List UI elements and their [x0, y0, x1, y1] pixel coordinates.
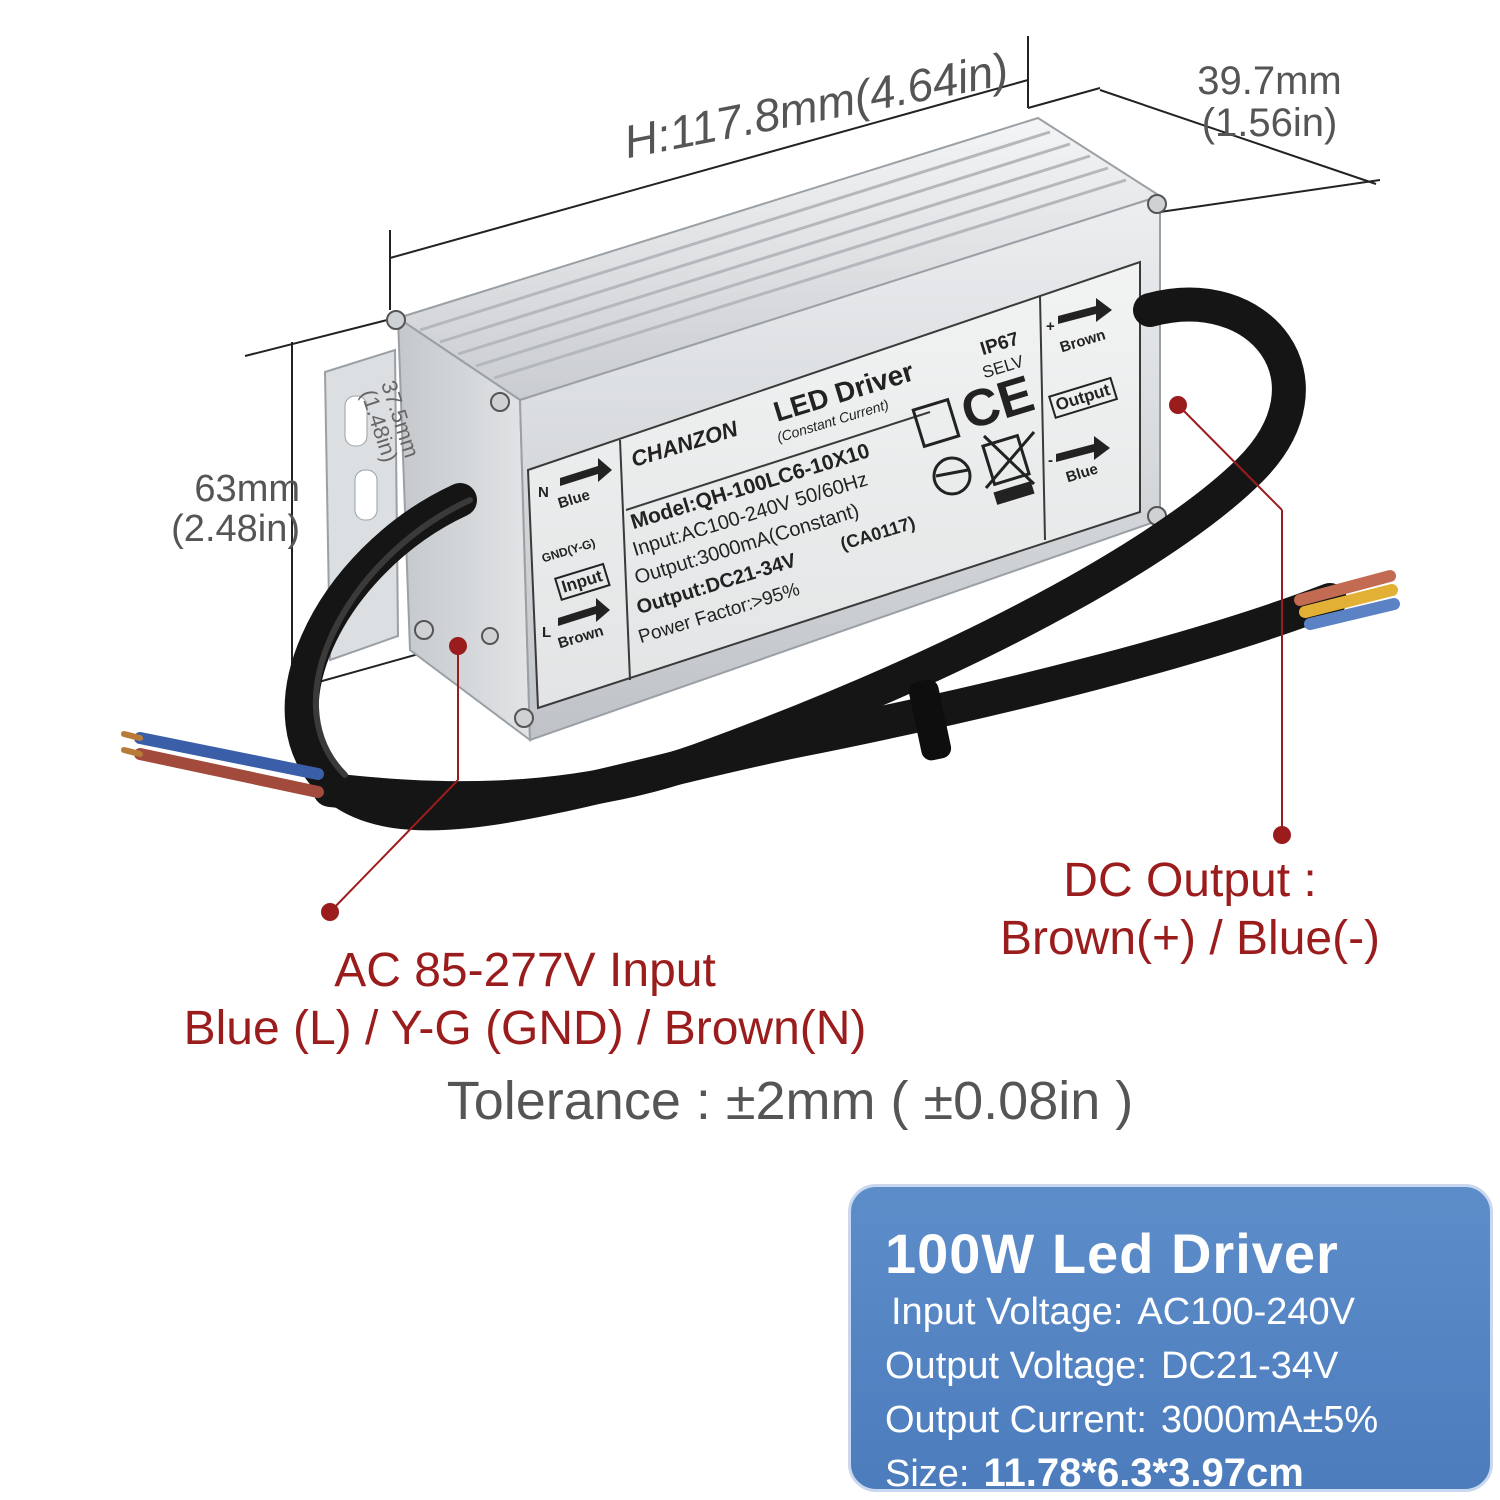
- spec-value: AC100-240V: [1137, 1291, 1356, 1333]
- dimension-depth: 39.7mm (1.56in): [1182, 60, 1357, 144]
- spec-key: Output Voltage:: [885, 1345, 1147, 1387]
- cables: [284, 287, 1347, 831]
- dimension-height-in: (2.48in): [171, 507, 300, 550]
- ac-input-line2: Blue (L) / Y-G (GND) / Brown(N): [183, 1001, 867, 1055]
- spec-key: Input Voltage:: [891, 1291, 1124, 1333]
- arrow-icons: [558, 298, 1112, 626]
- callout-leaders: [321, 396, 1291, 921]
- dimension-height-mm: 63mm: [194, 468, 300, 510]
- dc-output-line1: DC Output :: [1063, 854, 1317, 907]
- spec-key: Size:: [885, 1453, 970, 1495]
- spec-row-size: Size: 11.78*6.3*3.97cm: [885, 1451, 1304, 1496]
- ac-input-callout: AC 85-277V Input Blue (L) / Y-G (GND) / …: [130, 942, 920, 1057]
- spec-panel: 100W Led Driver Input Voltage: AC100-240V…: [848, 1184, 1493, 1495]
- dimension-depth-in: (1.56in): [1201, 101, 1338, 145]
- dc-output-callout: DC Output : Brown(+) / Blue(-): [970, 852, 1410, 967]
- spec-row-output-voltage: Output Voltage: DC21-34V: [885, 1345, 1338, 1388]
- dimension-lines: [244, 36, 1381, 691]
- spec-value: 3000mA±5%: [1160, 1399, 1379, 1441]
- spec-row-input-voltage: Input Voltage: AC100-240V: [891, 1291, 1355, 1334]
- wire-ends: [121, 570, 1400, 798]
- spec-value: DC21-34V: [1160, 1345, 1339, 1387]
- tolerance-note: Tolerance : ±2mm ( ±0.08in ): [446, 1071, 1134, 1131]
- spec-key: Output Current:: [885, 1399, 1147, 1441]
- ac-input-line1: AC 85-277V Input: [334, 944, 716, 997]
- device-label-panel: [526, 260, 1141, 710]
- spec-title: 100W Led Driver: [885, 1222, 1339, 1285]
- safety-mark-icon: [911, 397, 972, 496]
- screws: [386, 194, 1167, 728]
- dc-output-line2: Brown(+) / Blue(-): [999, 911, 1381, 965]
- spec-value: 11.78*6.3*3.97cm: [983, 1451, 1304, 1495]
- recycle-bin-icon: [981, 431, 1036, 505]
- spec-row-output-current: Output Current: 3000mA±5%: [885, 1399, 1378, 1442]
- dimension-height: 63mm (2.48in): [140, 468, 300, 550]
- dimension-depth-mm: 39.7mm: [1197, 59, 1342, 103]
